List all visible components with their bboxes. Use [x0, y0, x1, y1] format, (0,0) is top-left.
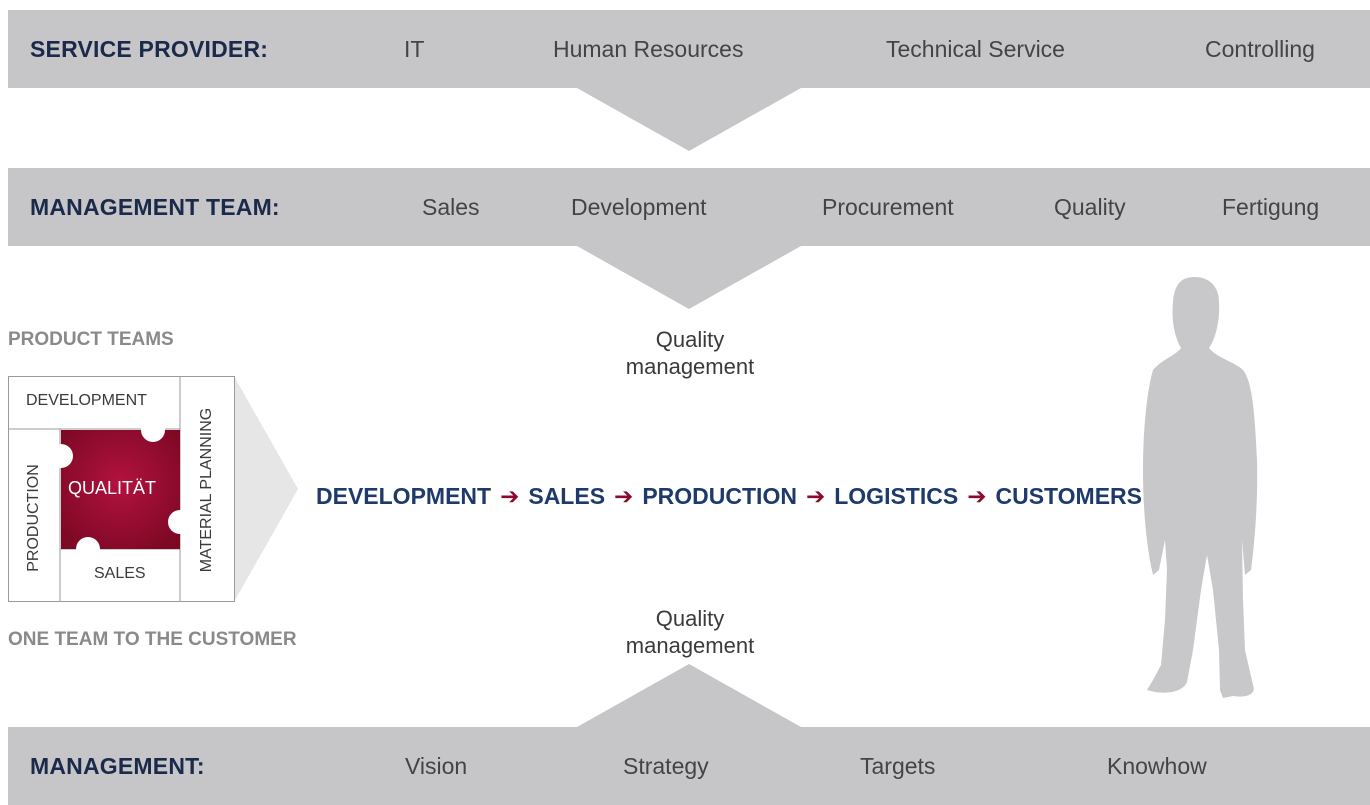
management-team-label: MANAGEMENT TEAM: [30, 194, 280, 220]
management-team-chevron [577, 246, 801, 309]
service-provider-chevron [577, 88, 801, 151]
quality-management-bottom-line1: Quality [655, 606, 725, 631]
flow-step-development: DEVELOPMENT [316, 483, 492, 509]
flow-step-production: PRODUCTION [642, 483, 797, 509]
management-item-strategy: Strategy [623, 753, 709, 779]
quality-management-top: Quality management [580, 326, 800, 380]
puzzle-cell-sales: SALES [94, 565, 146, 582]
management-team-band: MANAGEMENT TEAM: Sales Development Procu… [8, 168, 1370, 246]
quality-management-top-line2: management [625, 354, 755, 379]
quality-center-piece [61, 430, 180, 549]
process-flow: DEVELOPMENT ➔ SALES ➔ PRODUCTION ➔ LOGISTICS ➔ C… [316, 476, 1142, 516]
management-team-item-quality: Quality [1054, 194, 1126, 220]
product-teams-arrow [234, 376, 298, 602]
product-teams-diagram [8, 376, 298, 602]
puzzle-cell-material-planning: MATERIAL PLANNING [198, 407, 215, 573]
service-provider-item-hr: Human Resources [553, 36, 744, 62]
management-team-item-development: Development [571, 194, 707, 220]
puzzle-cell-quality: QUALITÄT [68, 478, 157, 498]
flow-arrow-icon: ➔ [805, 483, 826, 509]
management-item-knowhow: Knowhow [1107, 753, 1207, 779]
flow-arrow-icon: ➔ [500, 483, 520, 509]
flow-step-customers: CUSTOMERS [995, 483, 1143, 509]
management-item-vision: Vision [405, 753, 468, 779]
management-item-targets: Targets [860, 753, 936, 779]
management-team-item-sales: Sales [422, 194, 480, 220]
management-label: MANAGEMENT: [30, 753, 205, 779]
flow-step-logistics: LOGISTICS [834, 483, 959, 509]
flow-step-sales: SALES [528, 483, 606, 509]
service-provider-band: SERVICE PROVIDER: IT Human Resources Tec… [8, 10, 1370, 88]
puzzle-cell-production: PRODUCTION [25, 464, 42, 572]
product-teams-title: PRODUCT TEAMS [8, 329, 174, 350]
quality-management-bottom: Quality management [580, 605, 800, 659]
quality-management-top-line1: Quality [655, 327, 725, 352]
management-team-item-fertigung: Fertigung [1222, 194, 1320, 220]
management-team-item-procurement: Procurement [822, 194, 954, 220]
management-chevron [577, 664, 801, 727]
service-provider-item-it: IT [404, 36, 425, 62]
service-provider-label: SERVICE PROVIDER: [30, 36, 269, 62]
service-provider-item-technical-service: Technical Service [886, 36, 1065, 62]
quality-management-bottom-line2: management [625, 633, 755, 658]
flow-arrow-icon: ➔ [614, 483, 634, 509]
customer-silhouette-icon [1143, 277, 1258, 698]
puzzle-cell-development: DEVELOPMENT [26, 392, 147, 409]
management-band: MANAGEMENT: Vision Strategy Targets Know… [8, 727, 1370, 805]
flow-arrow-icon: ➔ [967, 483, 987, 509]
service-provider-item-controlling: Controlling [1205, 36, 1315, 62]
product-teams-subtitle: ONE TEAM TO THE CUSTOMER [8, 629, 297, 650]
